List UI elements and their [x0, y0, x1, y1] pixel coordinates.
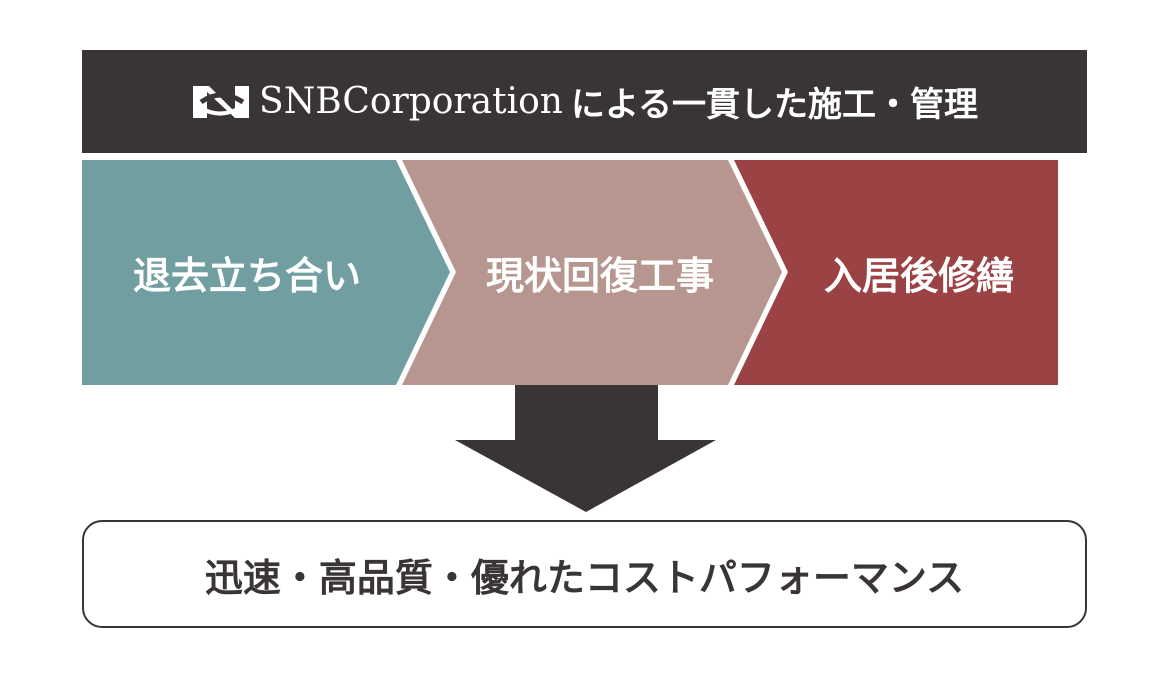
brand-name: SNBCorporation: [259, 81, 563, 122]
header-banner: SNBCorporation による一貫した施工・管理: [82, 50, 1087, 153]
step-label: 現状回復工事: [485, 254, 714, 298]
step-shape-2: [402, 160, 782, 385]
result-label: 迅速・高品質・優れたコストパフォーマンス: [204, 555, 965, 600]
step-label: 退去立ち合い: [132, 254, 361, 298]
step-shape-1: [82, 160, 450, 385]
down-arrow-icon: [455, 385, 716, 512]
step-label: 入居後修繕: [823, 254, 1014, 298]
step-post-move-in-repair: 入居後修繕: [780, 160, 1058, 385]
step-restoration-work: 現状回復工事: [440, 160, 760, 385]
header-tagline: による一貫した施工・管理: [570, 85, 978, 125]
result-box: 迅速・高品質・優れたコストパフォーマンス: [82, 520, 1087, 628]
step-move-out-inspection: 退去立ち合い: [82, 160, 412, 385]
snb-logo-icon: [193, 85, 250, 118]
step-shape-3: [734, 160, 1058, 385]
